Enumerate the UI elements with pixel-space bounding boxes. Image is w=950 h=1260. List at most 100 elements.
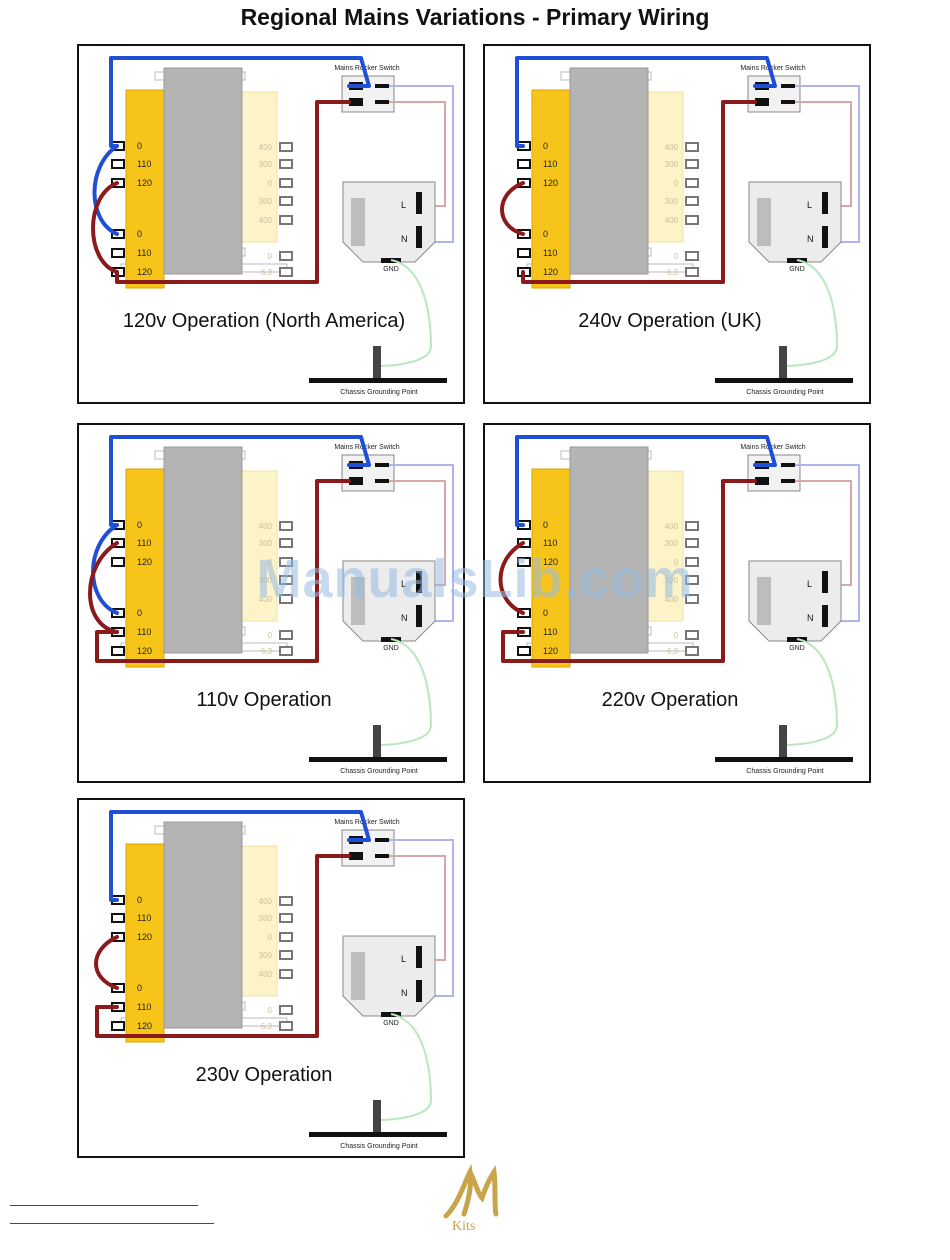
secondary-terminal xyxy=(685,630,699,640)
secondary-tap-label: 6.3 xyxy=(667,647,679,656)
secondary-terminal xyxy=(685,267,699,277)
iec-plug xyxy=(342,935,436,1017)
neutral-wire xyxy=(389,839,454,997)
secondary-terminal xyxy=(685,142,699,152)
live-label: L xyxy=(807,200,812,210)
iec-fuse xyxy=(351,577,365,625)
iec-plug xyxy=(748,560,842,642)
switch-terminal xyxy=(755,477,769,485)
neutral-label: N xyxy=(807,613,814,623)
ground-point-label: Chassis Grounding Point xyxy=(340,389,417,396)
primary-tap-label: 110 xyxy=(543,159,557,169)
primary-tap-label: 120 xyxy=(543,267,558,277)
secondary-terminal xyxy=(279,142,293,152)
live-label: L xyxy=(807,579,812,589)
iec-fuse xyxy=(757,198,771,246)
secondary-terminal xyxy=(279,932,293,942)
secondary-tap-label: 6.3 xyxy=(261,1022,273,1031)
secondary-tap-label: 400 xyxy=(665,216,679,225)
secondary-terminal xyxy=(685,575,699,585)
iec-fuse xyxy=(351,198,365,246)
switch-terminal xyxy=(375,84,389,88)
live-pin xyxy=(822,571,828,593)
neutral-label: N xyxy=(401,988,408,998)
switch-terminal xyxy=(375,100,389,104)
secondary-tap-label: 6.3 xyxy=(261,647,273,656)
brand-logo: Kits xyxy=(443,1164,499,1234)
primary-tap-label: 120 xyxy=(137,932,152,942)
chassis-bar xyxy=(715,757,853,762)
secondary-terminal xyxy=(279,575,293,585)
secondary-winding xyxy=(240,470,278,622)
footer-link-2[interactable] xyxy=(10,1223,214,1224)
primary-tap-label: 0 xyxy=(543,141,548,151)
primary-tap-label: 0 xyxy=(137,895,142,905)
secondary-terminal xyxy=(685,159,699,169)
ground-wire xyxy=(376,1013,433,1121)
secondary-tap-label: 300 xyxy=(259,160,273,169)
primary-tap-label: 110 xyxy=(137,159,151,169)
switch-label: Mains Rocker Switch xyxy=(740,65,805,72)
secondary-terminal xyxy=(685,178,699,188)
gnd-label: GND xyxy=(383,1020,399,1027)
transformer-core xyxy=(163,67,243,275)
secondary-terminal xyxy=(685,594,699,604)
switch-terminal xyxy=(349,98,363,106)
iec-plug xyxy=(748,181,842,263)
panel-caption: 240v Operation (UK) xyxy=(578,310,762,332)
neutral-pin xyxy=(416,226,422,248)
live-label: L xyxy=(401,954,406,964)
primary-terminal xyxy=(111,1021,125,1031)
secondary-terminal xyxy=(279,267,293,277)
secondary-terminal xyxy=(685,215,699,225)
secondary-tap-label: 0 xyxy=(674,252,679,261)
primary-tap-label: 110 xyxy=(543,538,557,548)
primary-terminal xyxy=(111,248,125,258)
primary-tap-label: 0 xyxy=(543,608,548,618)
switch-terminal xyxy=(781,463,795,467)
secondary-terminal xyxy=(279,950,293,960)
switch-terminal xyxy=(781,84,795,88)
primary-winding xyxy=(125,468,165,668)
panel-caption: 230v Operation xyxy=(195,1064,333,1086)
secondary-tap-label: 400 xyxy=(259,970,273,979)
footer-link-1[interactable] xyxy=(10,1205,198,1206)
gnd-label: GND xyxy=(789,645,805,652)
secondary-terminal xyxy=(279,159,293,169)
primary-terminal xyxy=(517,646,531,656)
gnd-label: GND xyxy=(383,645,399,652)
primary-tap-label: 110 xyxy=(137,538,151,548)
ground-wire xyxy=(376,259,433,367)
secondary-terminal xyxy=(279,969,293,979)
primary-tap-label: 120 xyxy=(137,1021,152,1031)
neutral-label: N xyxy=(807,234,814,244)
secondary-tap-label: 300 xyxy=(259,951,273,960)
secondary-terminal xyxy=(279,557,293,567)
secondary-tap-label: 6.3 xyxy=(261,268,273,277)
secondary-tap-label: 0 xyxy=(268,933,273,942)
switch-terminal xyxy=(375,854,389,858)
switch-label: Mains Rocker Switch xyxy=(334,819,399,826)
ground-point-label: Chassis Grounding Point xyxy=(340,768,417,775)
neutral-pin xyxy=(822,226,828,248)
primary-terminal xyxy=(111,159,125,169)
primary-tap-label: 110 xyxy=(543,248,557,258)
secondary-winding xyxy=(646,470,684,622)
neutral-pin xyxy=(416,980,422,1002)
logo-text: Kits xyxy=(452,1219,475,1234)
switch-terminal xyxy=(781,100,795,104)
primary-terminal xyxy=(111,913,125,923)
secondary-tap-label: 400 xyxy=(665,143,679,152)
secondary-tap-label: 400 xyxy=(259,143,273,152)
ground-point-label: Chassis Grounding Point xyxy=(746,768,823,775)
switch-terminal xyxy=(781,479,795,483)
secondary-terminal xyxy=(279,630,293,640)
neutral-wire xyxy=(795,85,860,243)
